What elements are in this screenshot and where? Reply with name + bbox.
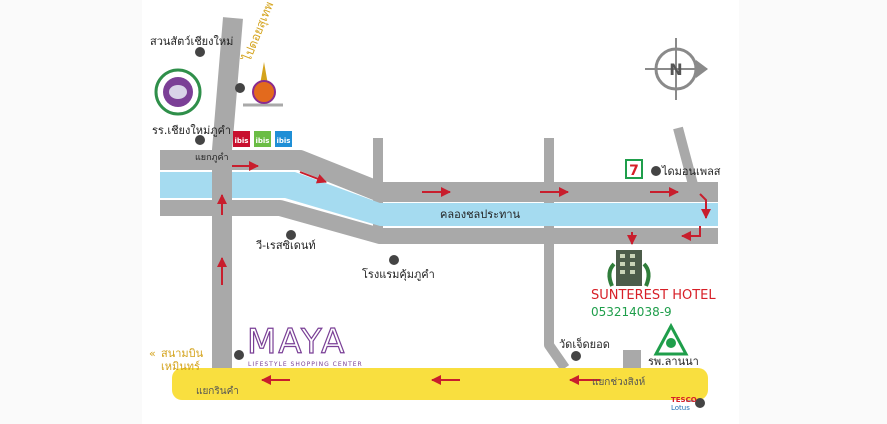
dot-tesco — [695, 398, 705, 408]
arrow-turn-left — [681, 226, 701, 241]
zoo-logo — [154, 68, 202, 116]
dot-hotel-khumphukham — [389, 255, 399, 265]
label-diamond-place: ไดมอนเพลส — [661, 165, 721, 178]
ibis-green-label: ibis — [256, 137, 270, 145]
label-junction-phukham: แยกภูคำ — [195, 152, 229, 163]
maya-logo: MAYA — [247, 322, 346, 362]
ibis-logos: ibis ibis ibis — [233, 131, 292, 147]
label-school: รร.เชียงใหม่ภูคำ — [152, 124, 231, 137]
route-arrows — [217, 161, 711, 385]
hotel-building — [607, 250, 651, 287]
university-seal — [252, 62, 276, 104]
label-to-airport: สนามบิน — [161, 347, 204, 360]
label-canal: คลองชลประทาน — [440, 208, 521, 221]
label-junction-changphuak: แยกช่วงสิงห์ — [592, 376, 645, 388]
label-wat-jet-yot: วัดเจ็ดยอด — [559, 337, 610, 351]
tesco-lotus-label: Lotus — [671, 404, 690, 412]
landmark-dots — [195, 47, 705, 408]
ibis-blue-label: ibis — [277, 137, 291, 145]
dot-zoo — [195, 47, 205, 57]
hotel-name: SUNTEREST HOTEL — [591, 288, 716, 303]
tesco-label: TESCO — [671, 396, 697, 404]
label-zoo: สวนสัตว์เชียงใหม่ — [150, 35, 233, 48]
dot-wat-jet-yot — [571, 351, 581, 361]
arrow-glyph-airport: « — [149, 347, 156, 360]
dot-rest-residence — [286, 230, 296, 240]
ibis-red-label: ibis — [235, 137, 249, 145]
canal — [160, 172, 718, 226]
label-to-airport-line2: เหมินทร์ — [161, 360, 200, 373]
dot-diamond-place — [651, 166, 661, 176]
road-minor-3 — [544, 236, 570, 371]
canal-road-gap — [212, 170, 232, 200]
arrow-turn-down — [699, 193, 711, 219]
label-hospital: รพ.ลานนา — [648, 355, 699, 368]
compass-label: N — [669, 60, 682, 79]
dot-temple-suthep — [235, 83, 245, 93]
seven-eleven-logo: 7 — [625, 159, 643, 179]
label-hotel-khumphukham: โรงแรมคุ้มภูคำ — [362, 267, 435, 281]
arrow-right-2 — [299, 171, 327, 184]
maya-subtitle: LIFESTYLE SHOPPING CENTER — [248, 361, 363, 368]
dot-maya — [234, 350, 244, 360]
label-junction-rincome: แยกรินคำ — [196, 386, 239, 397]
hotel-phone: 053214038-9 — [591, 305, 672, 319]
seven-label: 7 — [629, 163, 639, 179]
hospital-logo — [653, 322, 689, 356]
compass-icon: N — [645, 38, 708, 100]
road-diagonal-ne — [673, 126, 700, 194]
dot-school — [195, 135, 205, 145]
label-rest-residence: วี-เรสซิเดนท์ — [255, 239, 315, 252]
